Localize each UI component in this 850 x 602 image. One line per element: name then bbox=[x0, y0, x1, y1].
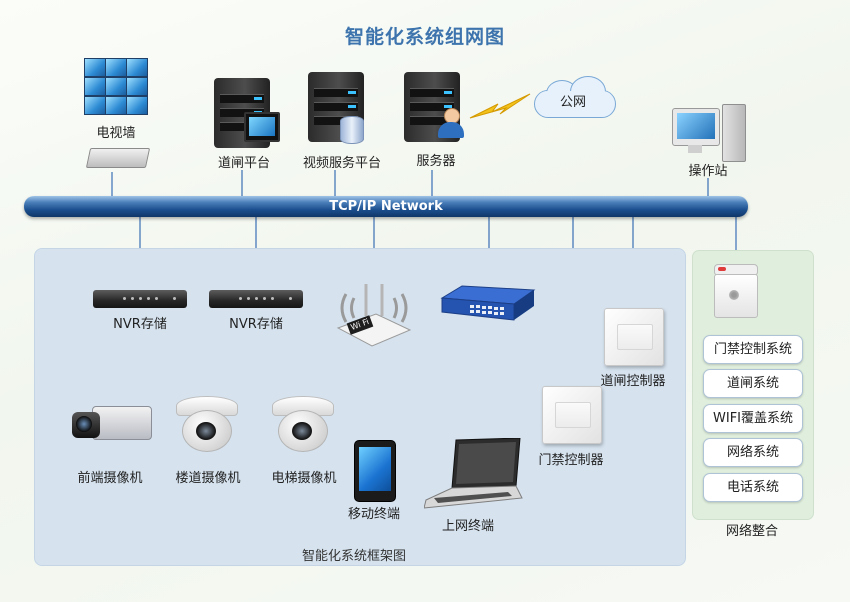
gate-system-item: 道闸系统 bbox=[703, 369, 803, 398]
phone-system-item: 电话系统 bbox=[703, 473, 803, 502]
network-system-item: 网络系统 bbox=[703, 438, 803, 467]
user-avatar-icon bbox=[436, 108, 466, 140]
wifi-router-icon bbox=[332, 264, 416, 348]
nvr1-icon bbox=[93, 290, 187, 308]
gate-controller-label: 道闸控制器 bbox=[600, 374, 666, 389]
wifi-coverage-system-item: WIFI覆盖系统 bbox=[703, 404, 803, 433]
video-wall-icon bbox=[80, 54, 150, 116]
monitor-icon bbox=[244, 112, 280, 142]
gate-controller-icon bbox=[604, 308, 664, 366]
access-device-icon bbox=[710, 264, 760, 320]
page-title: 智能化系统组网图 bbox=[344, 26, 505, 48]
lightning-icon bbox=[469, 93, 531, 119]
workstation-icon bbox=[672, 104, 748, 164]
nvr2-icon bbox=[209, 290, 303, 308]
decoder-box-icon bbox=[85, 148, 151, 168]
door-controller-label: 门禁控制器 bbox=[538, 453, 604, 468]
access-control-system-item: 门禁控制系统 bbox=[703, 335, 803, 364]
nvr2-label: NVR存储 bbox=[229, 317, 283, 332]
framework-panel-label: 智能化系统框架图 bbox=[301, 549, 407, 564]
network-bus-label: TCP/IP Network bbox=[329, 199, 443, 214]
nvr1-label: NVR存储 bbox=[113, 317, 167, 332]
cloud-icon bbox=[528, 76, 618, 120]
network-bus bbox=[24, 196, 748, 217]
laptop-label: 上网终端 bbox=[441, 519, 495, 534]
cloud-label: 公网 bbox=[559, 95, 587, 110]
storage-cylinder-icon bbox=[340, 116, 364, 144]
network-switch-icon bbox=[440, 284, 536, 324]
server-label: 服务器 bbox=[416, 154, 456, 169]
gate-platform-label: 道闸平台 bbox=[217, 156, 271, 171]
dome-camera-icon bbox=[176, 396, 238, 456]
elevator-camera-label: 电梯摄像机 bbox=[271, 471, 337, 486]
mobile-phone-icon bbox=[354, 440, 396, 502]
video-wall-label: 电视墙 bbox=[96, 126, 136, 141]
door-controller-icon bbox=[542, 386, 602, 444]
video-service-label: 视频服务平台 bbox=[302, 156, 382, 171]
mobile-label: 移动终端 bbox=[347, 507, 401, 522]
laptop-icon bbox=[423, 437, 524, 516]
front-camera-label: 前端摄像机 bbox=[77, 471, 143, 486]
stair-camera-label: 楼道摄像机 bbox=[175, 471, 241, 486]
dome-camera-icon bbox=[272, 396, 334, 456]
integration-label: 网络整合 bbox=[725, 524, 779, 539]
box-camera-icon bbox=[72, 404, 154, 450]
workstation-label: 操作站 bbox=[688, 164, 728, 179]
